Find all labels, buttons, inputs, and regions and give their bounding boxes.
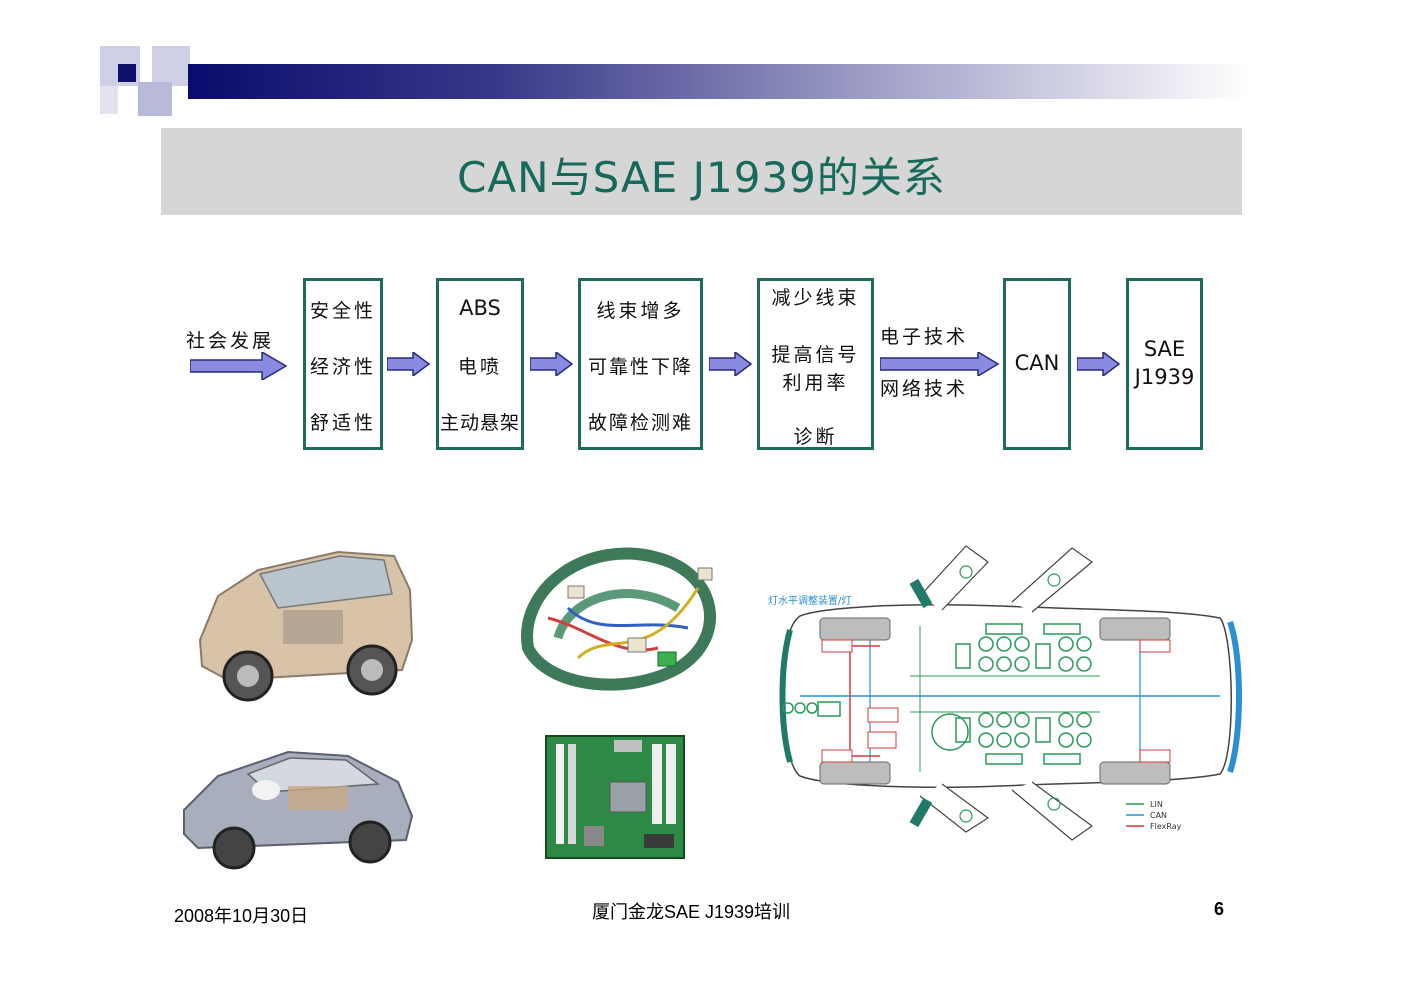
box4-line1: 减少线束 [771,287,860,309]
box1-line3: 舒适性 [309,412,376,434]
legend-can: CAN [1150,811,1167,820]
arrow-label-top: 电子技术 [880,326,969,348]
arrow-icon [387,352,431,376]
flow-box-can [1003,278,1071,450]
legend-flexray: FlexRay [1150,822,1182,831]
arrow-label-bottom: 网络技术 [880,378,969,400]
title-banner: CAN与SAE J1939的关系 [161,128,1242,215]
box3-line3: 故障检测难 [587,412,693,434]
legend-lin: LIN [1150,800,1163,809]
flow-start-label: 社会发展 [186,330,275,352]
flow-box-problems [578,278,703,450]
box2-line2: 电喷 [457,356,502,378]
box2-line1: ABS [459,296,501,320]
box3-line1: 线束增多 [596,300,685,322]
flow-box-j1939 [1126,278,1203,450]
box6-line2: J1939 [1134,365,1195,389]
box1-line1: 安全性 [309,300,376,322]
box1-line2: 经济性 [309,356,376,378]
arrow-icon [530,352,574,376]
box6-line1: SAE [1143,337,1186,361]
footer-date: 2008年10月30日 [174,906,309,926]
flow-box-goals [757,278,874,450]
wire-harness-image [521,547,716,691]
box4-line2: 提高信号 [771,344,860,366]
box3-line2: 可靠性下降 [587,356,693,378]
arrow-icon [880,352,1000,376]
motherboard-image [545,735,685,859]
vehicle-network-diagram: 灯水平调整装置/灯 LIN CAN FlexRay [768,545,1242,841]
arrow-icon [1077,352,1121,376]
page-number: 6 [1214,899,1225,919]
diagram-caption: 灯水平调整装置/灯 [768,594,851,607]
box4-line3: 利用率 [782,372,849,394]
footer-title: 厦门金龙SAE J1939培训 [592,902,791,922]
box5-text: CAN [1014,351,1060,375]
sedan-cutaway-image [183,750,414,870]
flow-box-needs [303,278,383,450]
box4-line4: 诊断 [793,426,838,448]
arrow-icon [190,352,288,380]
header-gradient-bar [188,64,1248,99]
box2-line3: 主动悬架 [439,412,520,434]
flow-box-technologies [436,278,524,450]
page-title: CAN与SAE J1939的关系 [457,153,946,202]
suv-cutaway-image [198,550,414,702]
arrow-icon [709,352,753,376]
